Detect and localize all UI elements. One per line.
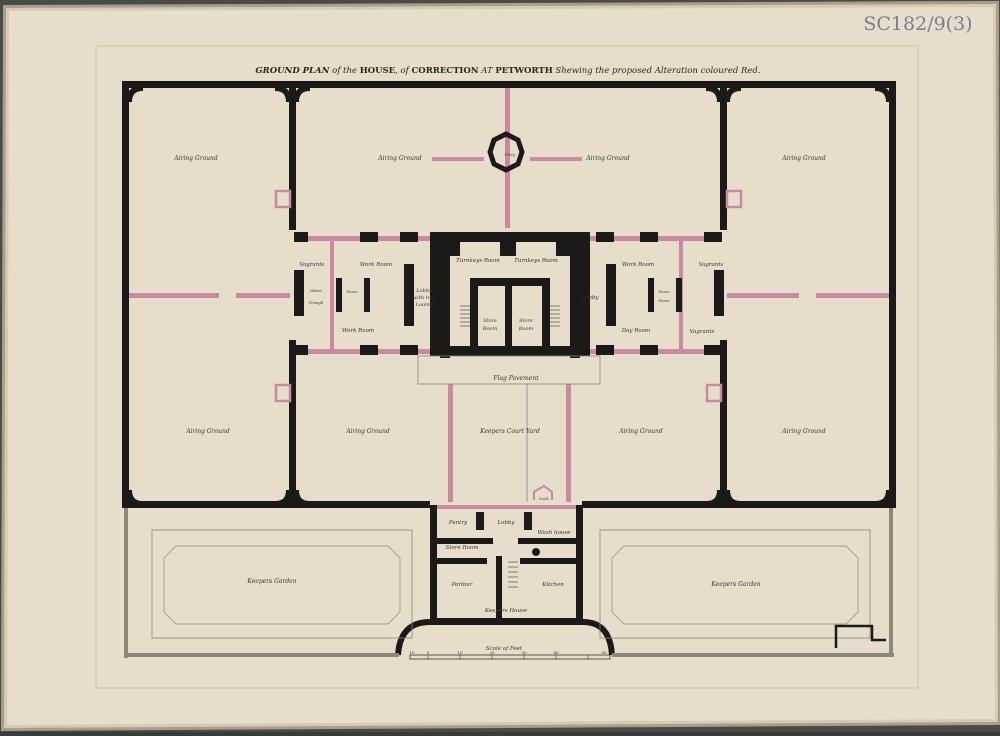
room-label: Keepers Garden <box>246 578 296 585</box>
room-label: Keepers Court Yard <box>479 428 540 435</box>
room-label: Flag Pavement <box>492 375 539 382</box>
room-label: Store <box>519 318 533 324</box>
room-label: Work Room <box>360 262 392 268</box>
room-label: Keepers House <box>484 608 528 614</box>
scale-tick: 50 <box>601 650 607 655</box>
room-label: Airing Ground <box>585 155 630 162</box>
room-label: Lobby <box>496 520 515 526</box>
room-label: Airing Ground <box>173 155 218 162</box>
room-label: Wash house <box>537 530 571 536</box>
room-label: Room <box>482 326 498 332</box>
room-label: Stove <box>346 289 358 294</box>
scale-tick: 10 <box>409 650 415 655</box>
room-label: Pantry <box>448 520 468 526</box>
stairs <box>460 305 560 327</box>
scale-tick: 0 <box>427 650 430 655</box>
prison-block-walls <box>294 232 724 358</box>
room-label: Trough <box>309 300 324 305</box>
room-label: Airing Ground <box>185 428 230 435</box>
scale-tick: 20 <box>489 650 495 655</box>
scale-tick: 40 <box>553 650 559 655</box>
catalog-reference: SC182/9(3) <box>863 13 972 35</box>
scale-tick: 10 <box>457 650 463 655</box>
room-label: Parlour <box>451 582 473 588</box>
plan-title: GROUND PLAN of the HOUSE, of CORRECTION … <box>255 66 760 76</box>
privies <box>274 131 743 403</box>
room-label: Stove <box>658 298 670 303</box>
room-label: Airing Ground <box>781 428 826 435</box>
room-label: Scale <box>539 497 549 501</box>
room-labels: Airing Ground Airing Ground Airing Groun… <box>173 152 826 614</box>
room-label: Turnkeys Room <box>514 258 558 264</box>
room-label: Store Room <box>446 545 479 551</box>
room-label: Keepers Garden <box>710 581 760 588</box>
room-label: Work Room <box>342 328 374 334</box>
room-label: Vagrants <box>690 329 715 335</box>
room-label: Kitchen <box>541 582 564 588</box>
room-label: Lobby <box>415 288 432 294</box>
room-label: Lobby <box>580 295 599 301</box>
paper-sheet <box>4 4 998 728</box>
keepers-house-walls <box>430 505 583 625</box>
plate-mark <box>95 45 919 689</box>
room-label: Work Room <box>622 262 654 268</box>
airing-walls <box>126 85 892 507</box>
house-stairs <box>508 561 518 588</box>
room-label: Day Room <box>621 328 651 334</box>
scale-bar: Scale of Feet 10 0 10 20 30 40 50 <box>409 646 611 660</box>
room-label: Room <box>518 326 534 332</box>
room-label: Airing Ground <box>345 428 390 435</box>
room-label: Vagrants <box>300 262 325 268</box>
flag-pavement-outline <box>417 355 601 385</box>
room-label: Airing Ground <box>781 155 826 162</box>
scale-label: Scale of Feet <box>486 646 523 652</box>
room-label: Looms <box>415 302 433 308</box>
room-label: with two <box>413 295 435 301</box>
room-label: Turnkeys Room <box>456 258 500 264</box>
room-label: Stove <box>658 289 670 294</box>
keepers-gardens <box>124 508 894 658</box>
room-label: Vagrants <box>699 262 724 268</box>
room-label: Airing Ground <box>377 155 422 162</box>
scale-tick: 30 <box>521 650 527 655</box>
room-label: Airing Ground <box>618 428 663 435</box>
room-label: Privy <box>504 152 516 157</box>
room-label: Water <box>310 288 323 293</box>
room-label: Store <box>483 318 497 324</box>
